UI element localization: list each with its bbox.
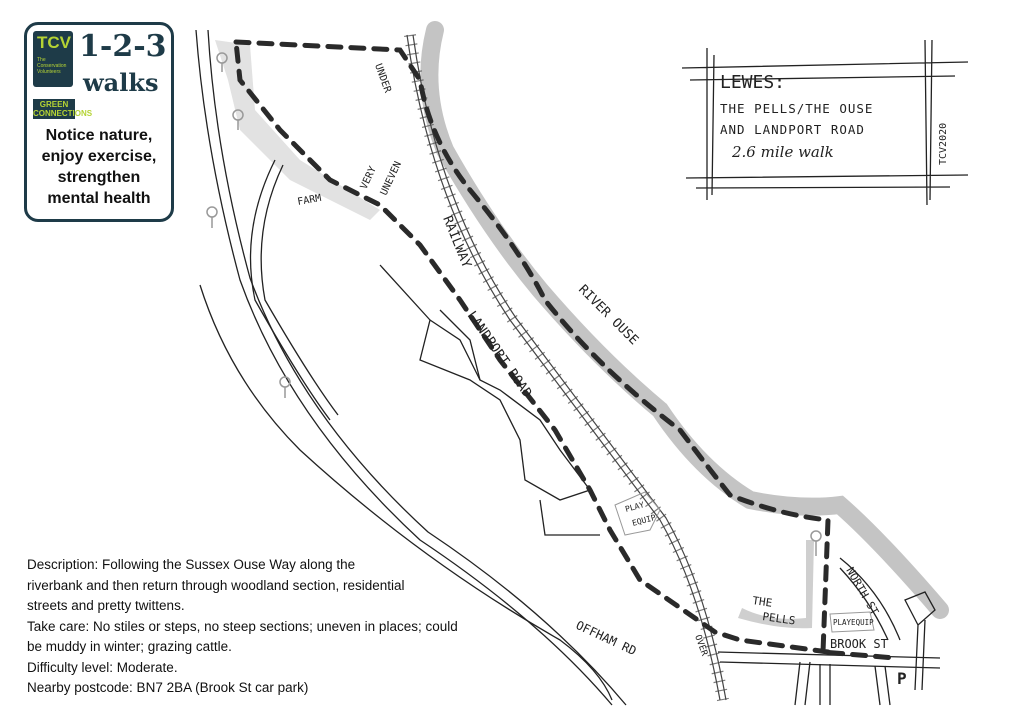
tagline-line: enjoy exercise, — [41, 148, 157, 165]
play-area-2 — [829, 611, 875, 633]
label-railway: RAILWAY — [439, 214, 473, 271]
play-area — [614, 491, 661, 536]
parking-icon: P — [897, 669, 907, 688]
woodland-strip — [215, 40, 380, 220]
tcv-123-walks-logo: TCV The Conservation Volunteers GREEN CO… — [24, 22, 174, 222]
roads — [195, 29, 941, 706]
walk-route — [233, 39, 898, 661]
take-care-line: Take care: No stiles or steps, no steep … — [27, 618, 458, 634]
label-play-equip-1a: PLAY — [624, 500, 645, 514]
tagline-line: mental health — [47, 190, 151, 207]
label-north-st: NORTH ST — [843, 565, 881, 618]
tagline-line: strengthen — [57, 169, 141, 186]
label-very: VERY — [359, 165, 379, 191]
label-offham-rd: OFFHAM RD — [574, 618, 639, 658]
title-distance: 2.6 mile walk — [731, 143, 834, 161]
title-town: LEWES: — [720, 72, 785, 93]
description-line: riverbank and then return through woodla… — [27, 577, 405, 593]
walk-description: Description: Following the Sussex Ouse W… — [27, 555, 458, 699]
description-line: Description: Following the Sussex Ouse W… — [27, 557, 356, 572]
title-frame — [681, 39, 969, 206]
label-play-equip-2: PLAYEQUIP — [833, 618, 874, 627]
label-uneven: UNEVEN — [379, 160, 404, 197]
postcode-line: Nearby postcode: BN7 2BA (Brook St car p… — [27, 680, 309, 695]
title-credit: TCV2020 — [938, 123, 949, 165]
logo-tagline: Notice nature, enjoy exercise, strengthe… — [27, 125, 171, 209]
description-line: streets and pretty twittens. — [27, 598, 185, 613]
tcv-brand-mark — [33, 31, 73, 87]
tcv-subtext: The Conservation Volunteers — [37, 57, 67, 75]
green-connections-badge: GREEN CONNECTIONS — [33, 99, 93, 119]
label-under: UNDER — [372, 62, 393, 95]
label-brook-st: BROOK ST — [830, 637, 888, 651]
difficulty-line: Difficulty level: Moderate. — [27, 659, 178, 675]
tagline-line: Notice nature, — [45, 127, 153, 144]
title-box: LEWES: THE PELLS/THE OUSE AND LANDPORT R… — [720, 72, 949, 165]
title-line2: AND LANDPORT ROAD — [720, 122, 865, 137]
logo-walks: walks — [83, 68, 159, 97]
label-the: THE — [752, 594, 773, 610]
label-play-equip-1b: EQUIP — [631, 513, 657, 528]
take-care-line: be muddy in winter; grazing cattle. — [27, 639, 232, 654]
tcv-text: TCV — [37, 33, 71, 52]
river-ouse — [420, 21, 949, 619]
pells-lake — [738, 540, 814, 629]
label-pells: PELLS — [762, 610, 797, 627]
tree-icons — [206, 52, 822, 556]
title-line1: THE PELLS/THE OUSE — [720, 101, 873, 116]
logo-numbers: 1-2-3 — [79, 29, 167, 64]
label-farm: FARM — [297, 193, 323, 208]
railway-line — [404, 34, 729, 702]
